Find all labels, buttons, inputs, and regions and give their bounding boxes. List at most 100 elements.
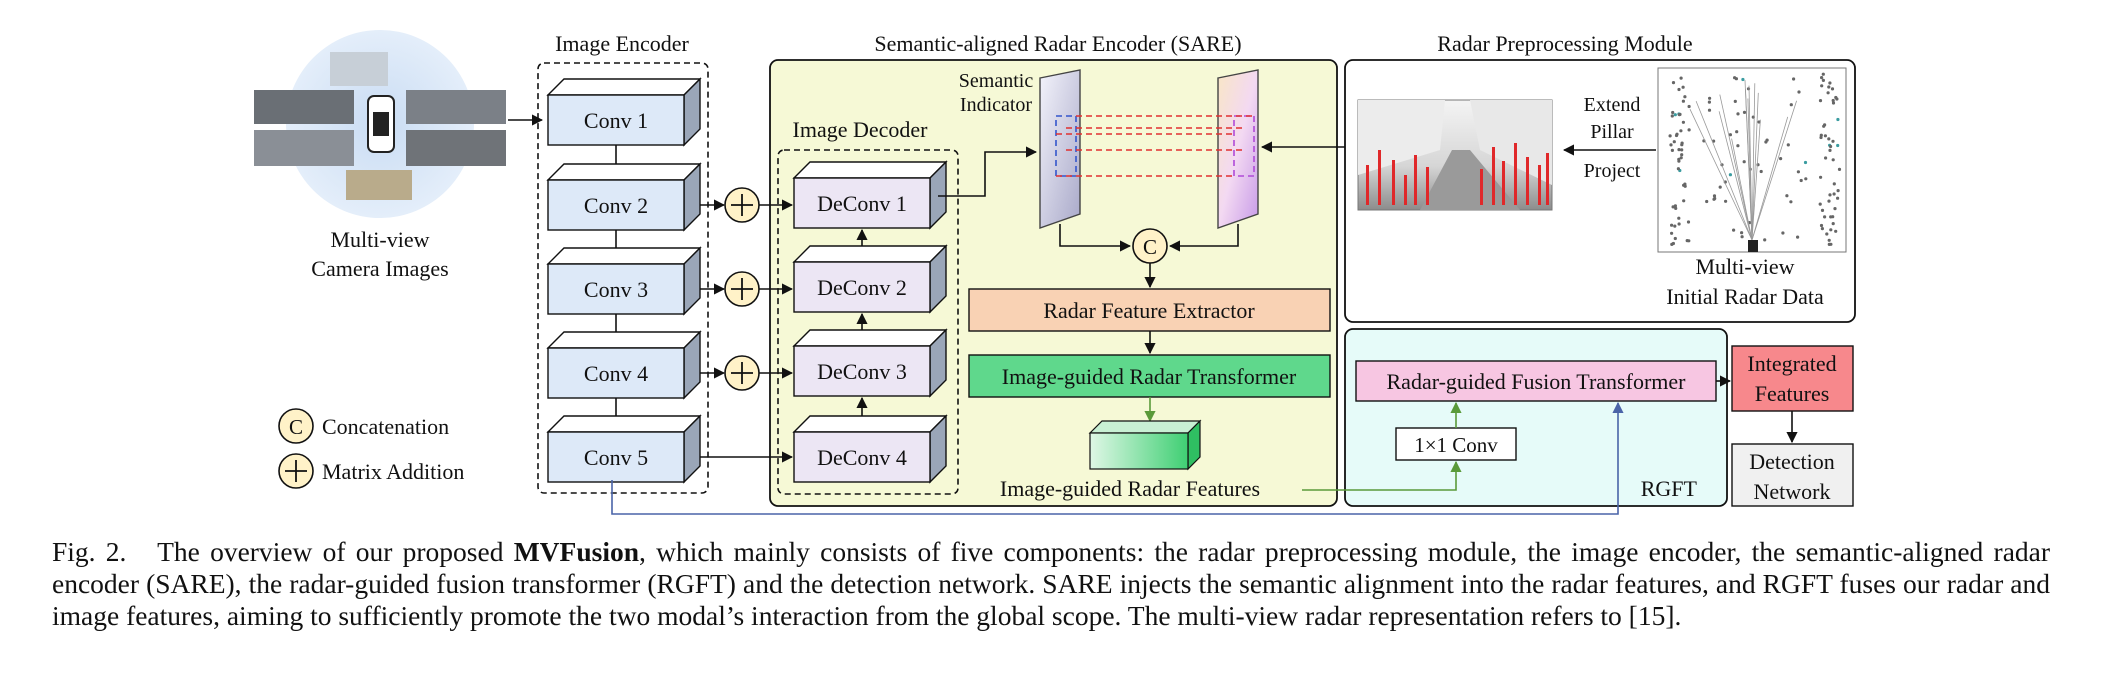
- encoder-block-conv3: Conv 3: [546, 246, 702, 316]
- radar-point: [1686, 220, 1691, 224]
- radar-point: [1826, 91, 1830, 95]
- image-decoder-title: Image Decoder: [793, 117, 929, 142]
- radar-point: [1796, 235, 1800, 239]
- radar-point: [1679, 129, 1683, 133]
- radar-point: [1670, 242, 1674, 246]
- decoder-block-deconv4: DeConv 4: [792, 414, 948, 484]
- radar-point: [1820, 76, 1824, 80]
- radar-pillar: [1502, 161, 1505, 205]
- radar-point: [1829, 144, 1833, 149]
- radar-point: [1830, 87, 1835, 91]
- alignment-cube-dashed: [1055, 115, 1255, 177]
- radar-point: [1677, 222, 1681, 226]
- radar-label-line2: Initial Radar Data: [1666, 284, 1824, 309]
- radar-point: [1836, 117, 1840, 122]
- arrow-features-to-conv: [1302, 460, 1462, 491]
- decoder-block-deconv2: DeConv 2: [792, 244, 948, 314]
- radar-point: [1683, 182, 1687, 186]
- radar-point: [1789, 200, 1793, 204]
- conv1x1-box: [1395, 427, 1517, 461]
- figure-diagram: Multi-view Camera Images Image Encoder C…: [254, 30, 1856, 515]
- radar-point: [1828, 148, 1832, 152]
- ego-car-roof: [373, 112, 389, 136]
- radar-point: [1789, 103, 1793, 107]
- caption-pre: The overview of our proposed: [157, 536, 514, 567]
- camera-image-back-right: [406, 130, 506, 166]
- radar-point: [1712, 194, 1717, 198]
- radar-point: [1763, 238, 1767, 242]
- radar-pillar: [1392, 160, 1395, 205]
- radar-point: [1680, 141, 1684, 145]
- concat-symbol: C: [1143, 235, 1157, 259]
- radar-point: [1804, 177, 1808, 181]
- radar-point: [1668, 134, 1672, 138]
- image-guided-radar-features-label: Image-guided Radar Features: [1000, 476, 1260, 501]
- radar-point: [1786, 143, 1790, 147]
- radar-point: [1734, 77, 1738, 81]
- extend-label: Extend: [1584, 94, 1641, 116]
- radar-point: [1736, 144, 1740, 148]
- radar-pillar: [1366, 165, 1369, 205]
- radar-point: [1836, 189, 1840, 193]
- radar-point: [1728, 173, 1732, 177]
- conv1x1-label: 1×1 Conv: [1414, 433, 1498, 457]
- radar-point: [1685, 239, 1689, 243]
- radar-pillar: [1526, 157, 1529, 205]
- detection-line1: Detection: [1749, 449, 1835, 474]
- encoder-block-conv2-label: Conv 2: [584, 193, 648, 218]
- radar-point: [1832, 182, 1836, 186]
- legend-concat-letter: C: [289, 415, 303, 439]
- radar-ray: [1751, 116, 1789, 241]
- radar-point: [1687, 104, 1691, 109]
- project-label: Project: [1584, 160, 1641, 182]
- caption-bold: MVFusion: [513, 536, 639, 567]
- pillar-label: Pillar: [1590, 121, 1634, 143]
- radar-point: [1736, 112, 1740, 116]
- radar-point: [1707, 108, 1712, 112]
- radar-ray: [1731, 138, 1753, 241]
- radar-point: [1687, 128, 1691, 132]
- image-encoder-box: [537, 62, 709, 494]
- detection-line2: Network: [1754, 479, 1831, 504]
- radar-point: [1765, 138, 1769, 142]
- semantic-indicator-line2: Indicator: [960, 94, 1033, 116]
- radar-point: [1821, 72, 1825, 76]
- radar-ray: [1751, 100, 1797, 241]
- radar-point: [1681, 85, 1685, 89]
- radar-point: [1680, 153, 1684, 157]
- radar-point: [1677, 87, 1681, 92]
- radar-feature-extractor-box: [968, 288, 1331, 332]
- caption-post: , which mainly consists of five componen…: [52, 536, 2051, 631]
- radar-point: [1820, 208, 1825, 212]
- radar-pillar: [1414, 155, 1417, 205]
- radar-point: [1672, 140, 1676, 144]
- radar-point: [1822, 124, 1826, 128]
- radar-point: [1824, 156, 1828, 160]
- radar-point: [1682, 199, 1686, 203]
- arrow-indicator-to-concat: [1059, 224, 1132, 252]
- legend-concat-label: Concatenation: [322, 414, 449, 439]
- radar-point: [1680, 148, 1684, 152]
- radar-point: [1834, 95, 1838, 100]
- encoder-block-conv2: Conv 2: [546, 162, 702, 232]
- radar-point: [1742, 110, 1747, 114]
- arrow-conv5-to-fusion: [611, 401, 1624, 515]
- encoder-block-conv1: Conv 1: [546, 77, 702, 147]
- radar-point: [1674, 206, 1678, 210]
- integrated-line1: Integrated: [1747, 351, 1836, 376]
- radar-point: [1681, 120, 1685, 124]
- encoder-block-conv4: Conv 4: [546, 330, 702, 400]
- radar-point: [1834, 229, 1838, 233]
- radar-point: [1831, 158, 1835, 162]
- radar-point: [1827, 85, 1831, 89]
- radar-point: [1827, 238, 1831, 242]
- radar-ray: [1751, 92, 1759, 241]
- radar-point: [1733, 99, 1737, 103]
- decoder-block-deconv2-label: DeConv 2: [817, 275, 907, 300]
- radar-point: [1785, 194, 1789, 198]
- radar-point: [1679, 156, 1683, 160]
- radar-pillar-marks: [1366, 143, 1549, 205]
- radar-point: [1796, 170, 1800, 174]
- arrow-plane-to-concat: [1168, 224, 1239, 252]
